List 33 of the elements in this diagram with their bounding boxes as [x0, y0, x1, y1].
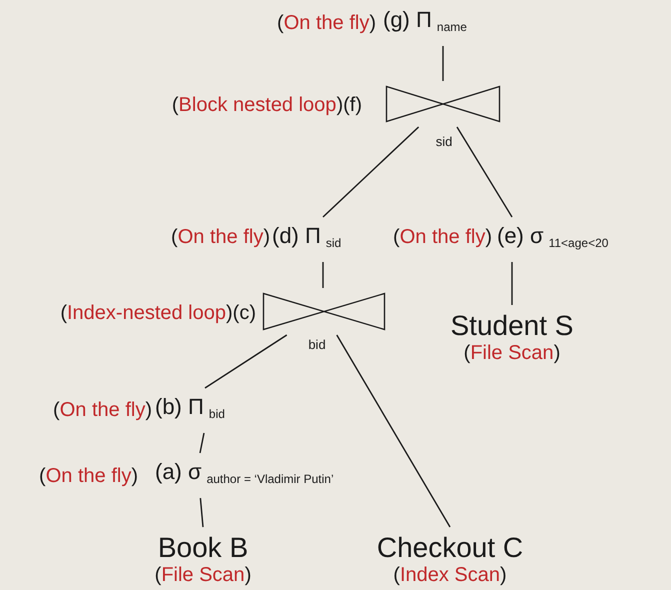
access-method-label: (File Scan)	[464, 342, 560, 364]
access-method-label: (Index Scan)	[393, 564, 507, 586]
relation-label: Checkout C	[376, 532, 524, 564]
operator-label: (d) Π$_{sid}$	[272, 222, 342, 257]
operator-label: (b) Π$_{bid}$	[155, 393, 225, 428]
operator-label: (a) σ$_{author = ‘Vladimir Putin’}$	[155, 458, 334, 493]
operator-label: (g) Π$_{name}$	[383, 6, 467, 41]
access-method-label: (File Scan)	[154, 564, 252, 586]
tree-edge	[322, 262, 324, 288]
join-condition-label: sid	[436, 134, 452, 150]
operator-label: (f)	[343, 93, 362, 118]
annotation-label: (On the fly)	[171, 225, 270, 250]
tree-edge	[456, 126, 513, 218]
tree-edge	[322, 126, 420, 218]
tree-edge	[336, 334, 451, 528]
annotation-label: (Block nested loop)	[172, 93, 344, 118]
relation-label: Student S	[450, 310, 574, 342]
tree-edge	[511, 262, 513, 305]
tree-edge	[199, 432, 205, 454]
annotation-label: (On the fly)	[393, 225, 492, 250]
relation-label: Book B	[158, 532, 248, 564]
operator-label: (e) σ$_{11<age<20}$	[497, 222, 608, 257]
tree-edge	[204, 334, 288, 389]
join-symbol	[263, 293, 385, 330]
join-symbol	[386, 86, 500, 122]
annotation-label: (On the fly)	[39, 464, 138, 489]
annotation-label: (Index-nested loop)	[60, 301, 233, 326]
join-condition-label: bid	[308, 337, 326, 353]
operator-label: (c)	[232, 301, 256, 326]
tree-edge	[442, 46, 444, 81]
annotation-label: (On the fly)	[53, 398, 152, 423]
tree-edge	[200, 498, 204, 528]
annotation-label: (On the fly)	[277, 11, 376, 36]
